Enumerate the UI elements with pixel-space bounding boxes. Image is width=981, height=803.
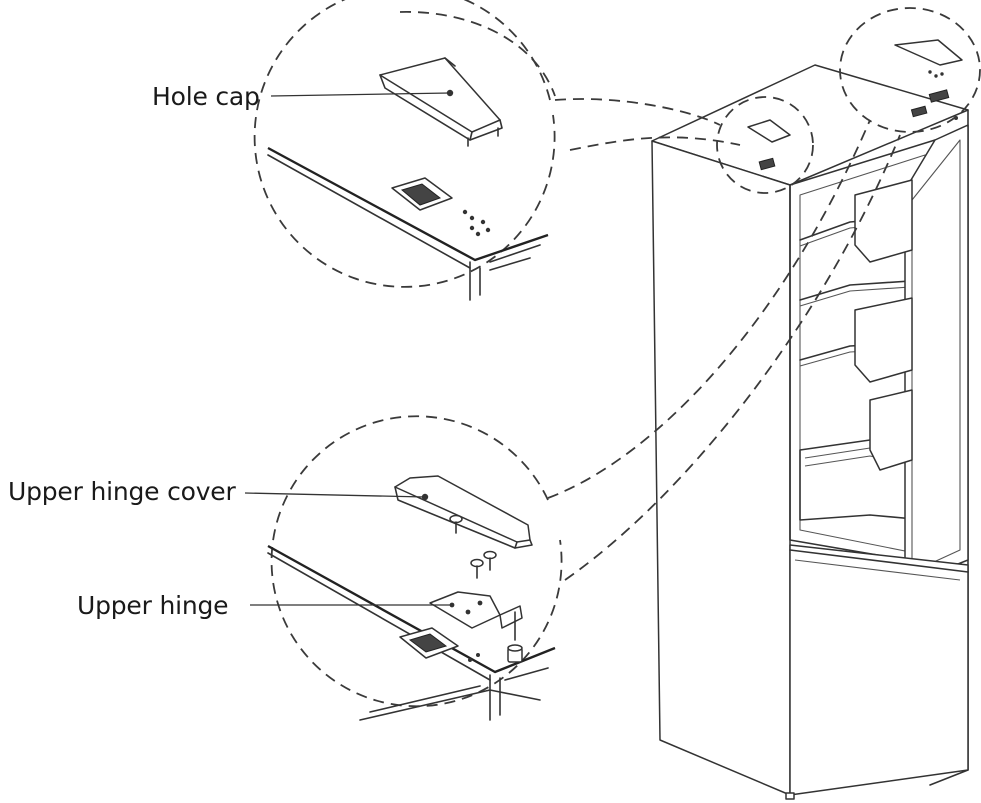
detail-circle-small-left (716, 96, 814, 194)
upper-hinge-cover-label: Upper hinge cover (8, 477, 236, 506)
fridge-left-side (651, 140, 791, 796)
cabinet-top-edge (267, 146, 549, 262)
refrigerator (651, 39, 969, 800)
fridge-foot (785, 792, 795, 800)
connector-bottom-1 (547, 119, 871, 499)
upper-hinge-cover-leader (244, 492, 426, 498)
zoom-circle-top (253, 0, 556, 288)
connector-top-2 (569, 136, 741, 151)
cabinet-top-edge-2 (267, 544, 556, 674)
door-bin-middle (854, 297, 913, 383)
connector-bottom-2 (564, 134, 901, 581)
screws (449, 514, 497, 579)
hole-cap-on-fridge (747, 119, 791, 143)
door-bin-top (854, 179, 913, 263)
upper-hinge-label: Upper hinge (77, 591, 229, 620)
fridge-door (904, 124, 969, 586)
hinge-cover-on-fridge (894, 39, 963, 66)
door-bin-bottom (869, 389, 913, 471)
shelf-2 (799, 279, 926, 301)
hole-cap-leader (270, 92, 451, 97)
hole-cap-label: Hole cap (152, 82, 260, 111)
detail-circle-small-right (839, 7, 981, 133)
freezer-door (789, 544, 969, 796)
upper-hinge-detail (244, 119, 901, 721)
upper-hinge (429, 591, 501, 629)
hole-cap-detail (253, 0, 741, 301)
connector-top-1 (554, 98, 721, 126)
zoom-circle-bottom (270, 415, 563, 708)
upper-hinge-cover (394, 475, 531, 543)
